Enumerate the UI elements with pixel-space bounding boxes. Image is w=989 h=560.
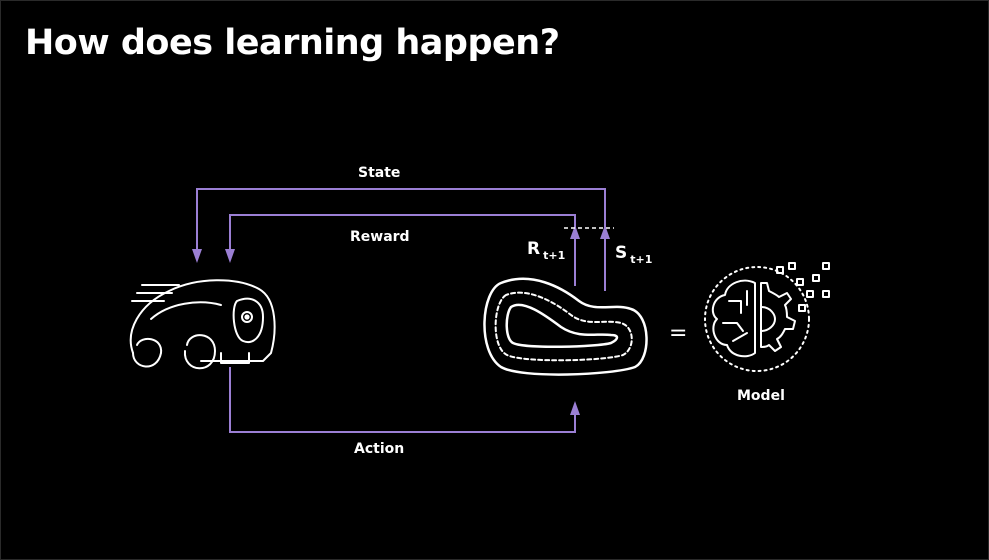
state-label: State bbox=[358, 165, 401, 181]
reward-arrow bbox=[225, 214, 580, 263]
state-symbol-letter: S bbox=[615, 243, 628, 263]
reward-symbol-letter: R bbox=[527, 239, 541, 259]
equals-sign: = bbox=[669, 321, 688, 346]
action-label: Action bbox=[354, 441, 405, 457]
reward-label: Reward bbox=[350, 229, 410, 245]
slide-title: How does learning happen? bbox=[25, 23, 560, 63]
brain-gear-icon bbox=[704, 262, 830, 372]
reward-symbol-subscript: t+1 bbox=[543, 249, 566, 262]
state-arrow bbox=[192, 188, 610, 263]
action-arrow bbox=[229, 367, 580, 433]
state-symbol-subscript: t+1 bbox=[630, 253, 653, 266]
race-track-icon bbox=[483, 277, 648, 376]
car-icon bbox=[129, 279, 276, 370]
model-label: Model bbox=[737, 388, 785, 404]
